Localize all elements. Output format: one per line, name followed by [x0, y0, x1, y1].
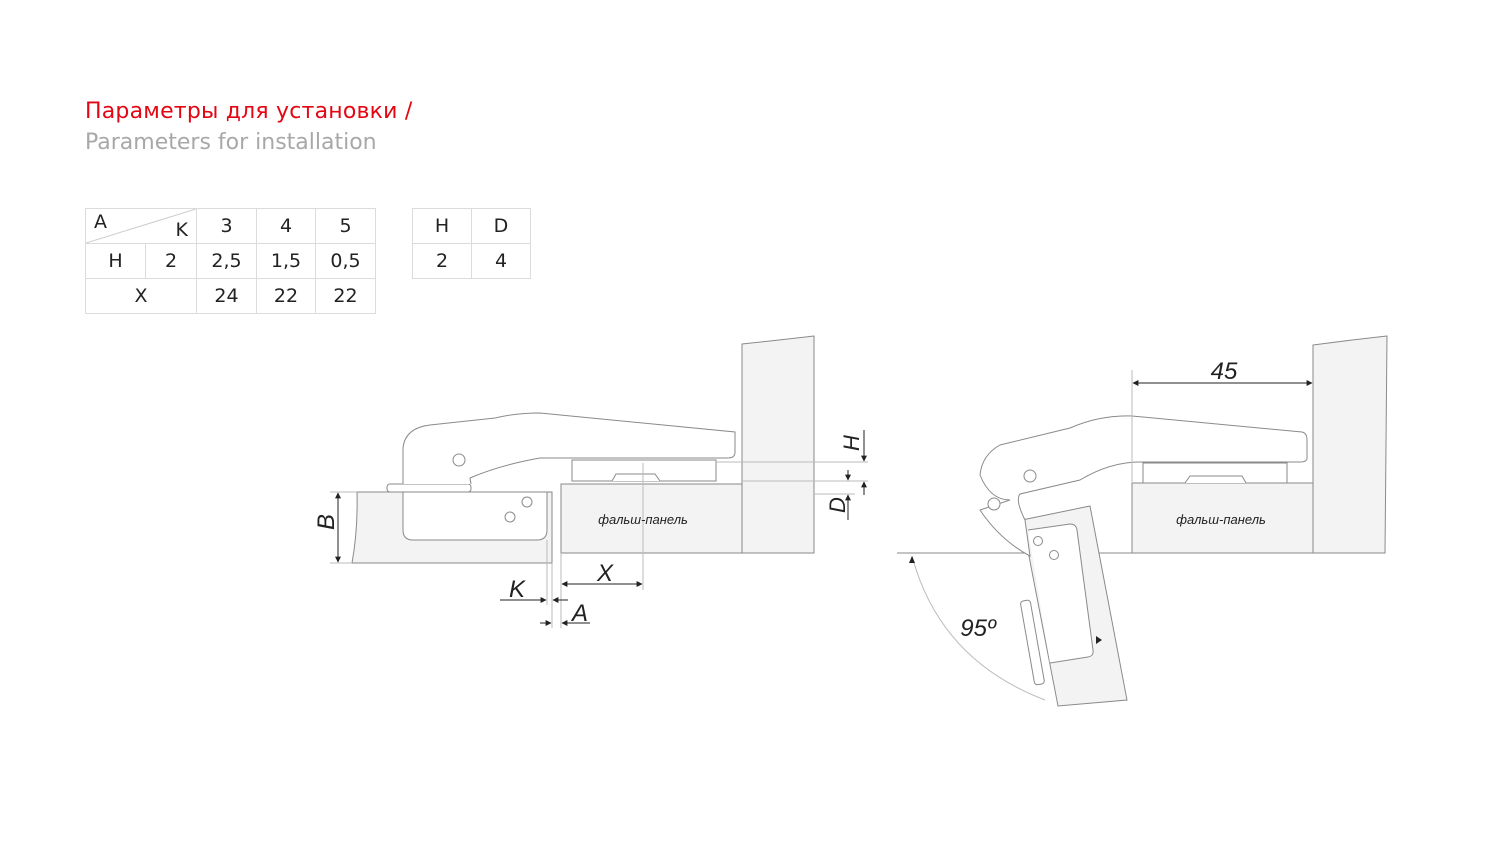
x-value: 24	[196, 278, 257, 314]
hinge-arm	[402, 412, 736, 485]
open-hinge-diagram	[897, 335, 1388, 707]
hinge-arm	[979, 415, 1308, 557]
d-value: 4	[471, 243, 531, 279]
pivot-hole	[452, 453, 466, 467]
corner-cell: A K	[85, 208, 197, 244]
dim-45-label: 45	[1211, 358, 1238, 385]
false-panel	[560, 483, 743, 554]
false-panel-label: фальш-панель	[598, 512, 688, 527]
dim-d-label: D	[825, 497, 850, 513]
k-value: 5	[315, 208, 376, 244]
side-wall	[1312, 335, 1388, 554]
x-value: 22	[315, 278, 376, 314]
false-panel-label: фальш-панель	[1176, 512, 1266, 527]
k-value: 3	[196, 208, 257, 244]
corner-row-label: A	[94, 211, 107, 233]
a-value: 2,5	[196, 243, 257, 279]
title-english: Parameters for installation	[85, 130, 377, 155]
side-wall	[741, 335, 815, 554]
closed-hinge-diagram	[330, 335, 868, 628]
dim-x-label: X	[596, 560, 614, 587]
false-panel	[1131, 482, 1314, 554]
dim-k-label: K	[509, 576, 526, 603]
parameters-table-hd: H D 2 4	[412, 208, 531, 279]
parameters-table-k: A K 3 4 5 H 2 2,5 1,5 0,5 X 24 22 22	[85, 208, 376, 314]
corner-col-label: K	[175, 219, 188, 241]
mounting-plate	[386, 483, 472, 493]
dim-a-label: A	[570, 600, 588, 627]
opening-angle-label: 95º	[960, 615, 997, 642]
hinge-cup	[402, 491, 548, 541]
dim-h-label: H	[839, 435, 864, 451]
a-value: 1,5	[256, 243, 316, 279]
a-value: 0,5	[315, 243, 376, 279]
x-value: 22	[256, 278, 316, 314]
h-value: 2	[412, 243, 472, 279]
x-label: X	[85, 278, 197, 314]
dim-b-label: B	[313, 514, 340, 530]
hinge-cup	[1027, 523, 1094, 664]
title-russian: Параметры для установки /	[85, 99, 413, 124]
